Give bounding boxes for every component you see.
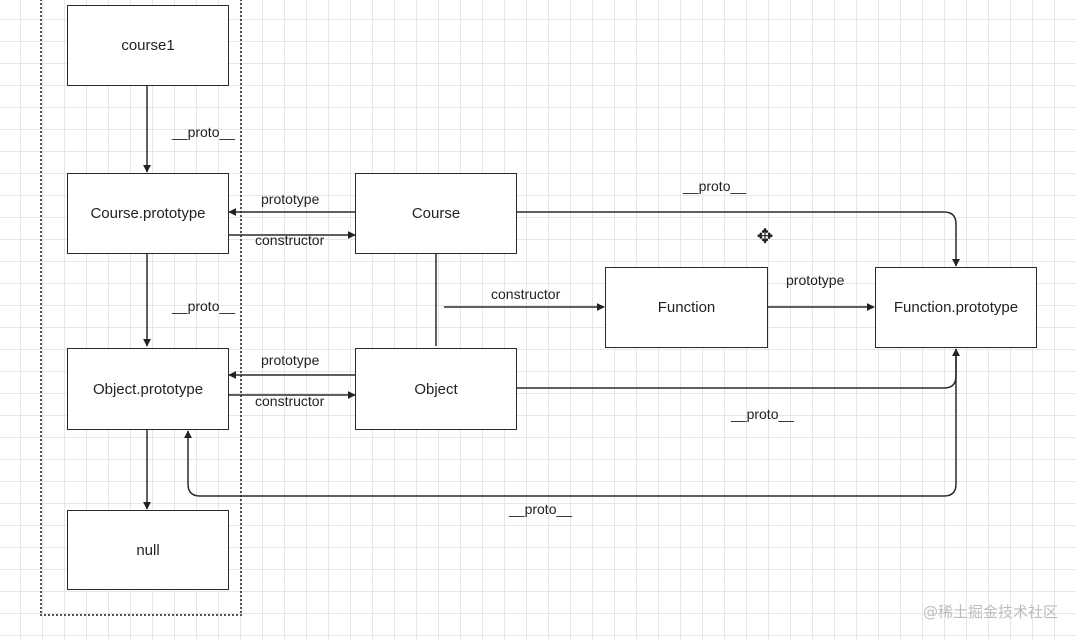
label-course-prototype-proto: __proto__	[172, 298, 236, 314]
label-course-prototype-link: prototype	[261, 191, 320, 207]
edge-function-prototype-object-prototype	[184, 349, 957, 497]
node-course-prototype: Course.prototype	[67, 173, 229, 254]
label-object-prototype-link: prototype	[261, 352, 320, 368]
node-function: Function	[605, 267, 768, 348]
node-course: Course	[355, 173, 517, 254]
node-function-prototype: Function.prototype	[875, 267, 1037, 348]
edge-course-function-proto	[517, 211, 960, 267]
label-course-function-proto: __proto__	[683, 178, 747, 194]
move-cursor-icon: ✥	[756, 226, 774, 248]
node-course1: course1	[67, 5, 229, 86]
label-course-constructor-link: constructor	[255, 232, 325, 248]
label-constructor-function: constructor	[491, 286, 561, 302]
node-object: Object	[355, 348, 517, 430]
node-object-prototype: Object.prototype	[67, 348, 229, 430]
label-object-constructor-link: constructor	[255, 393, 325, 409]
label-function-prototype-object-prototype: __proto__	[509, 501, 573, 517]
node-null: null	[67, 510, 229, 590]
prototype-chain-group	[40, 0, 242, 616]
watermark: @稀土掘金技术社区	[922, 603, 1058, 621]
label-function-prototype-link: prototype	[786, 272, 845, 288]
edge-object-function-proto	[517, 348, 960, 389]
label-course1-proto: __proto__	[172, 124, 236, 140]
label-object-function-proto: __proto__	[731, 406, 795, 422]
